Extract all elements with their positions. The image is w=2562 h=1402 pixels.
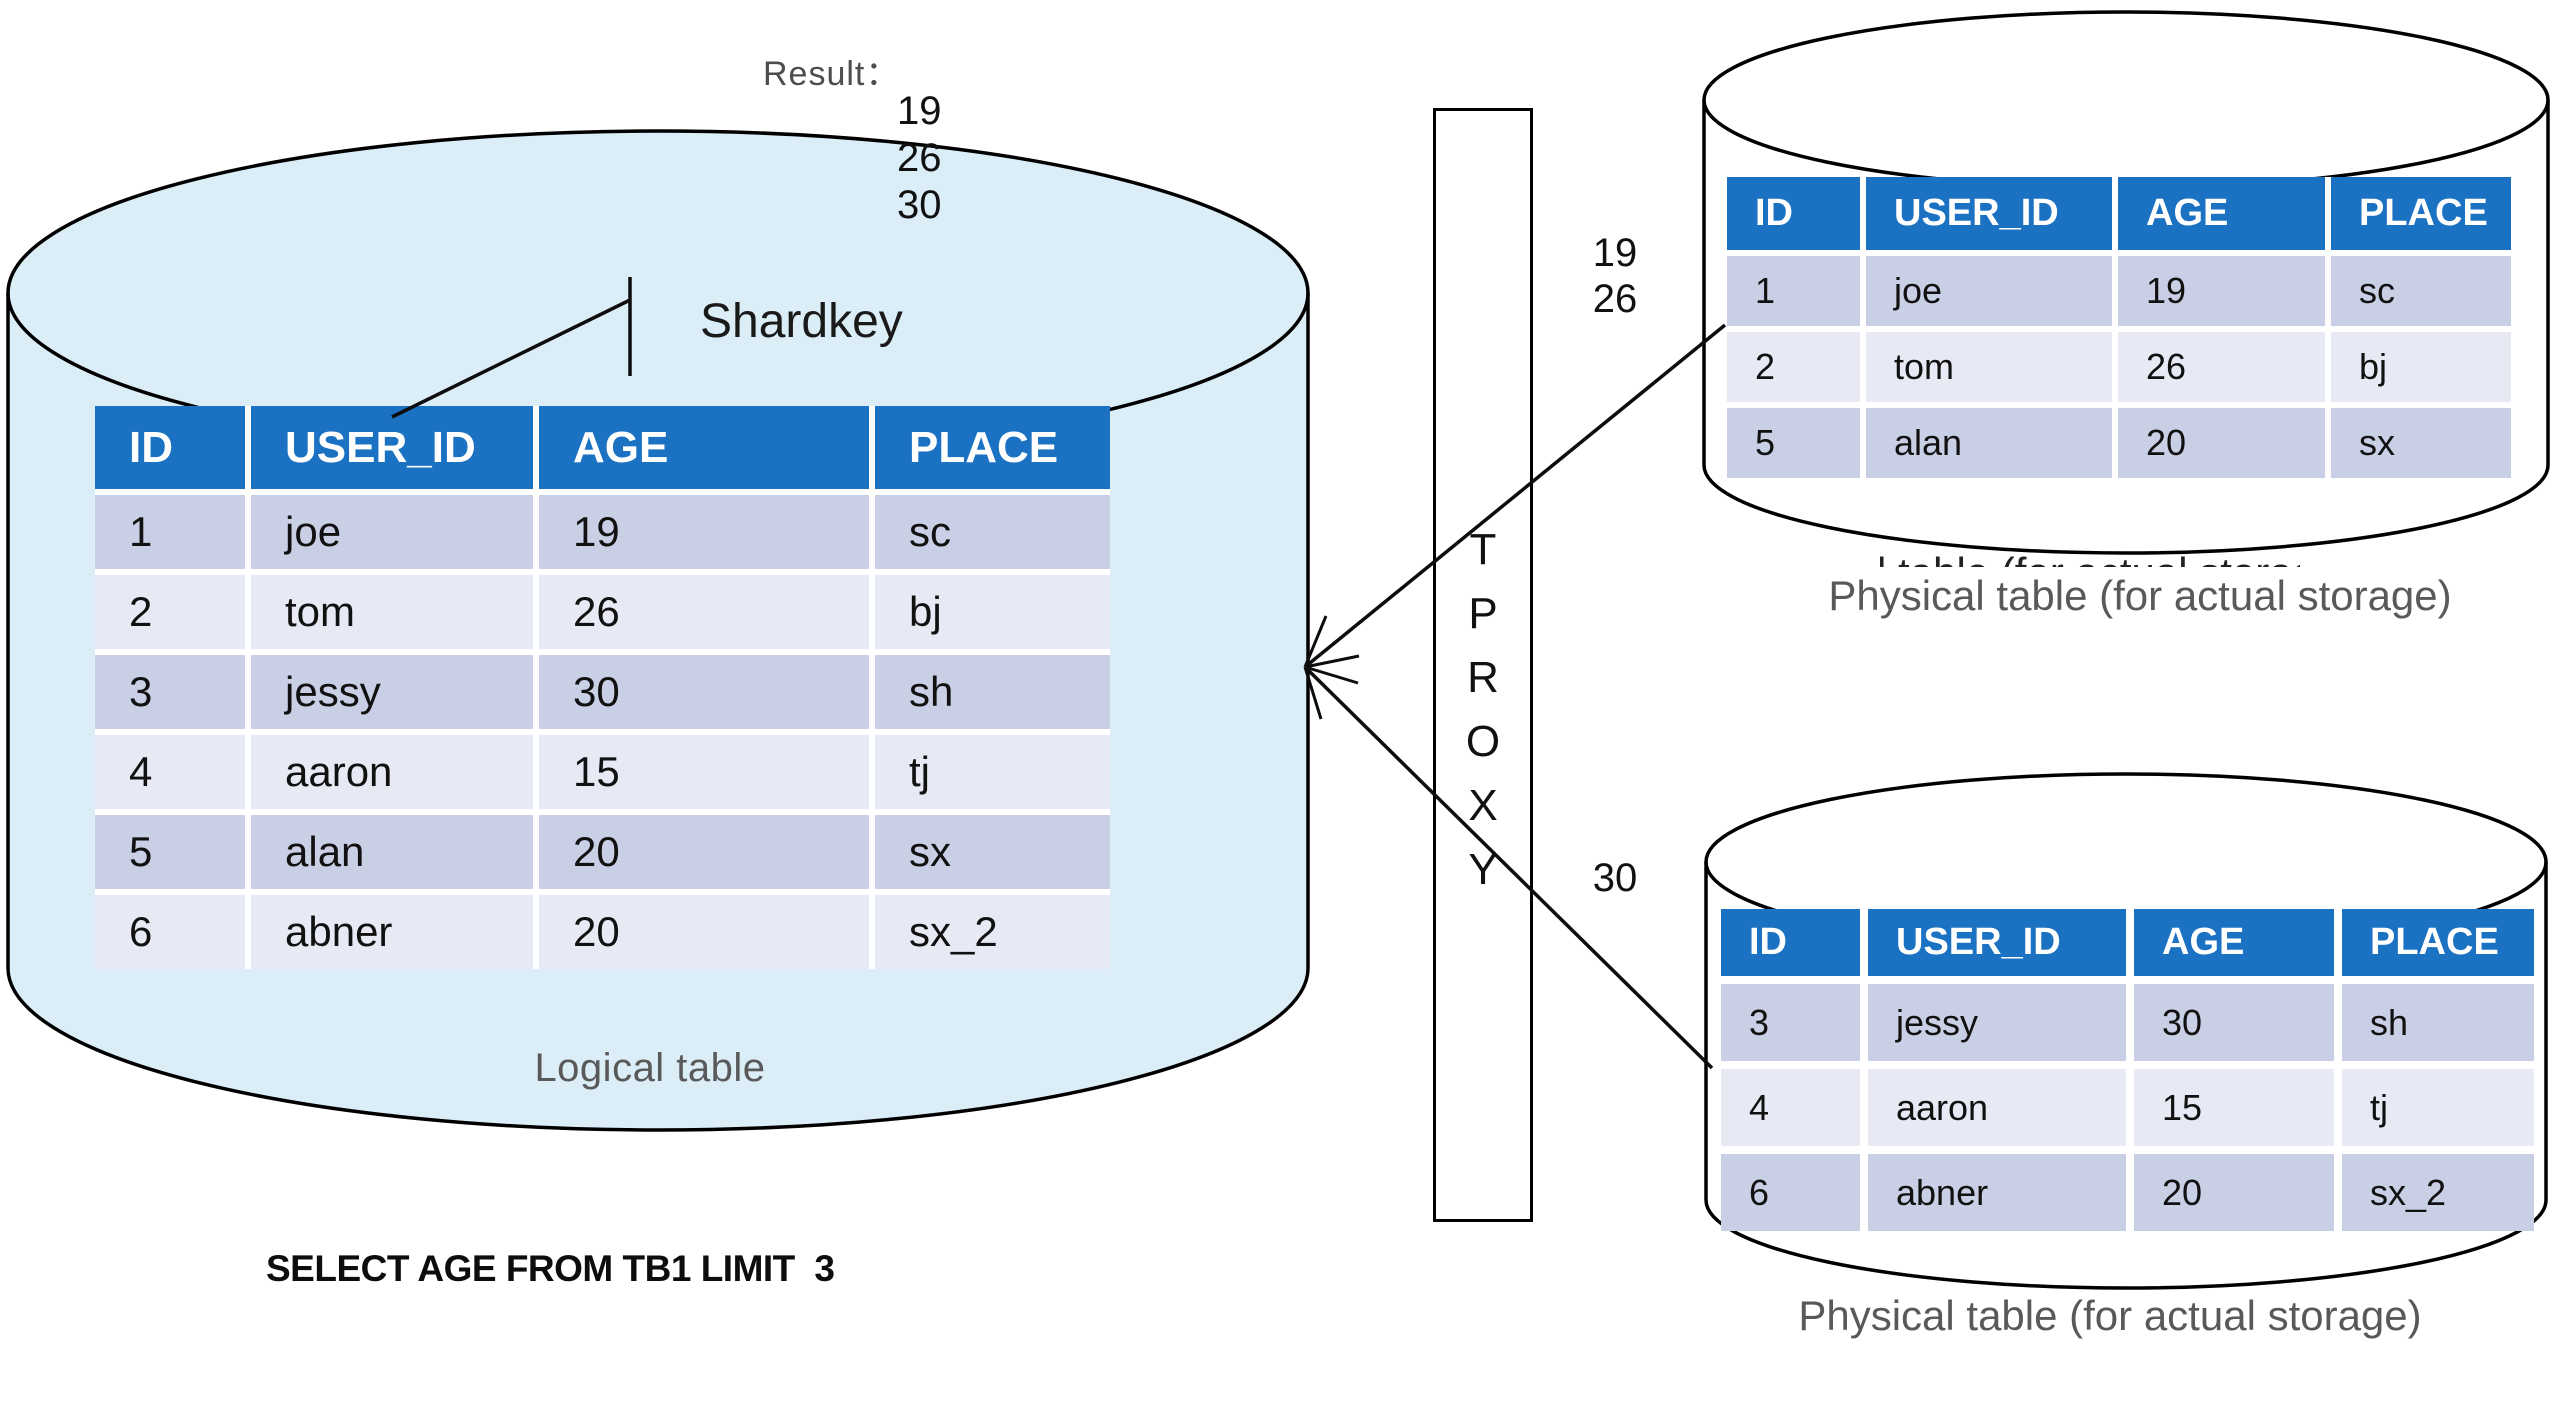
table-cell: 6 (1721, 1154, 1860, 1231)
table-cell: alan (1866, 408, 2112, 478)
table-cell: 15 (2134, 1069, 2334, 1146)
table-cell: 4 (95, 735, 245, 809)
table-cell: 2 (1727, 332, 1860, 402)
logical-table: ID USER_ID AGE PLACE 1 joe 19 sc 2 tom 2… (95, 406, 1110, 969)
table-cell: 20 (2118, 408, 2325, 478)
tproxy-letter: P (1468, 589, 1498, 638)
column-header: ID (1727, 177, 1860, 250)
table-cell: joe (1866, 256, 2112, 326)
column-header: PLACE (875, 406, 1110, 489)
route-labels-top: 19 26 (1580, 230, 1650, 322)
table-cell: sx (875, 815, 1110, 889)
route-label: 26 (1592, 277, 1638, 321)
column-header: ID (1721, 909, 1860, 976)
table-cell: 19 (2118, 256, 2325, 326)
table-cell: 19 (539, 495, 869, 569)
column-header: AGE (539, 406, 869, 489)
table-cell: sx (2331, 408, 2511, 478)
table-cell: 20 (539, 895, 869, 969)
column-header: USER_ID (1868, 909, 2126, 976)
table-cell: tom (251, 575, 533, 649)
tproxy-letter: T (1469, 525, 1497, 574)
table-cell: 2 (95, 575, 245, 649)
table-cell: joe (251, 495, 533, 569)
tproxy-letter: R (1467, 653, 1499, 702)
column-header: USER_ID (251, 406, 533, 489)
clipped-caption-fragment: Physical table (for actual storage) (1880, 549, 2300, 567)
physical-table-top-caption: Physical table (for actual storage) (1828, 572, 2452, 619)
table-cell: sh (875, 655, 1110, 729)
table-cell: 30 (539, 655, 869, 729)
tproxy-letter: X (1468, 781, 1498, 830)
column-header: PLACE (2342, 909, 2534, 976)
table-cell: bj (875, 575, 1110, 649)
table-cell: jessy (1868, 984, 2126, 1061)
table-cell: sx_2 (875, 895, 1110, 969)
table-cell: 5 (95, 815, 245, 889)
table-cell: 3 (1721, 984, 1860, 1061)
column-header: USER_ID (1866, 177, 2112, 250)
logical-table-caption: Logical table (534, 1046, 766, 1090)
table-cell: sx_2 (2342, 1154, 2534, 1231)
shardkey-label: Shardkey (700, 295, 903, 348)
result-value: 19 (897, 89, 942, 133)
route-label: 19 (1592, 231, 1638, 275)
tproxy-letter: O (1465, 717, 1501, 766)
physical-table-bottom: ID USER_ID AGE PLACE 3 jessy 30 sh 4 aar… (1721, 909, 2534, 1231)
table-cell: alan (251, 815, 533, 889)
column-header: PLACE (2331, 177, 2511, 250)
table-cell: tom (1866, 332, 2112, 402)
table-cell: abner (1868, 1154, 2126, 1231)
table-cell: aaron (1868, 1069, 2126, 1146)
tproxy-label: T P R O X Y (1436, 518, 1530, 902)
table-cell: 1 (1727, 256, 1860, 326)
table-cell: 15 (539, 735, 869, 809)
physical-table-bottom-caption: Physical table (for actual storage) (1798, 1292, 2422, 1339)
table-cell: tj (2342, 1069, 2534, 1146)
result-value: 30 (897, 183, 942, 227)
clipped-caption-text: Physical table (for actual storage) (1880, 549, 2300, 567)
table-cell: aaron (251, 735, 533, 809)
table-cell: 6 (95, 895, 245, 969)
tproxy-letter: Y (1468, 845, 1498, 894)
table-cell: 1 (95, 495, 245, 569)
tproxy-box: T P R O X Y (1433, 108, 1533, 1222)
table-cell: 26 (2118, 332, 2325, 402)
table-cell: sc (2331, 256, 2511, 326)
table-cell: 20 (2134, 1154, 2334, 1231)
table-cell: 26 (539, 575, 869, 649)
column-header: AGE (2118, 177, 2325, 250)
table-cell: jessy (251, 655, 533, 729)
route-label-bottom: 30 (1592, 856, 1638, 900)
table-cell: 5 (1727, 408, 1860, 478)
table-cell: bj (2331, 332, 2511, 402)
table-cell: sh (2342, 984, 2534, 1061)
table-cell: sc (875, 495, 1110, 569)
column-header: AGE (2134, 909, 2334, 976)
table-cell: abner (251, 895, 533, 969)
table-cell: 20 (539, 815, 869, 889)
table-cell: 30 (2134, 984, 2334, 1061)
physical-table-top: ID USER_ID AGE PLACE 1 joe 19 sc 2 tom 2… (1727, 177, 2511, 478)
result-value: 26 (897, 136, 942, 180)
table-cell: 3 (95, 655, 245, 729)
table-cell: 4 (1721, 1069, 1860, 1146)
result-values: 19 26 30 (897, 88, 942, 229)
sql-query-text: SELECT AGE FROM TB1 LIMIT 3 (266, 1248, 835, 1289)
table-cell: tj (875, 735, 1110, 809)
result-label: Result： (763, 55, 901, 93)
column-header: ID (95, 406, 245, 489)
